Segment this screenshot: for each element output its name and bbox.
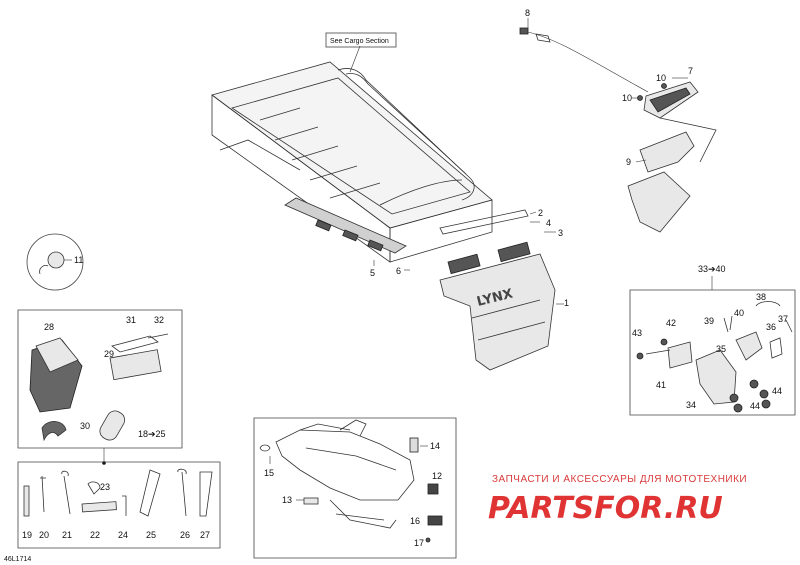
callout-14: 14 — [430, 441, 440, 451]
tail-light-assembly — [519, 27, 717, 233]
callout-16: 16 — [410, 516, 420, 526]
callout-40: 40 — [734, 308, 744, 318]
callout-43: 43 — [632, 328, 642, 338]
callout-17: 17 — [414, 538, 424, 548]
callout-10-upper: 10 — [656, 73, 666, 83]
callout-27: 27 — [200, 530, 210, 540]
callout-32: 32 — [154, 315, 164, 325]
see-cargo-note-box — [325, 32, 397, 48]
part-11-bumper — [26, 233, 84, 291]
watermark-logo: PARTSFOR.RU — [488, 491, 723, 526]
callout-3: 3 — [558, 228, 563, 238]
hitch-kit-panel — [629, 276, 796, 416]
callout-35: 35 — [716, 344, 726, 354]
decals-panel — [253, 417, 457, 559]
callout-44-lower: 44 — [750, 401, 760, 411]
callout-22: 22 — [90, 530, 100, 540]
cargo-rack-illustration: See Cargo Section — [211, 32, 493, 263]
callout-6: 6 — [396, 266, 401, 276]
callout-19: 19 — [22, 530, 32, 540]
callout-10-lower: 10 — [622, 93, 632, 103]
watermark: ЗАПЧАСТИ И АКСЕССУАРЫ ДЛЯ МОТОТЕХНИКИ PA… — [488, 474, 747, 526]
callout-2: 2 — [538, 208, 543, 218]
callout-26: 26 — [180, 530, 190, 540]
callout-4: 4 — [546, 218, 551, 228]
callout-25: 25 — [146, 530, 156, 540]
callout-15: 15 — [264, 468, 274, 478]
callout-7: 7 — [688, 66, 693, 76]
callout-1: 1 — [564, 298, 569, 308]
callout-21: 21 — [62, 530, 72, 540]
watermark-tagline: ЗАПЧАСТИ И АКСЕССУАРЫ ДЛЯ МОТОТЕХНИКИ — [492, 474, 747, 485]
mud-flap-assembly: LYNX — [284, 197, 556, 371]
callout-38: 38 — [756, 292, 766, 302]
drawing-code: 46L1714 — [4, 556, 31, 563]
callout-34: 34 — [686, 400, 696, 410]
callout-30: 30 — [80, 421, 90, 431]
callout-8: 8 — [525, 8, 530, 18]
callout-29: 29 — [104, 349, 114, 359]
callout-12: 12 — [432, 471, 442, 481]
tool-bag-panel — [17, 309, 183, 465]
callout-13: 13 — [282, 495, 292, 505]
callout-18-25: 18➔25 — [138, 429, 166, 439]
callout-9: 9 — [626, 157, 631, 167]
callout-labels: 1 2 3 4 5 6 7 8 9 10 10 11 12 13 14 15 1… — [22, 8, 788, 548]
leader-lines — [269, 18, 688, 501]
callout-44-upper: 44 — [772, 386, 782, 396]
tools-panel — [17, 461, 221, 549]
callout-37: 37 — [778, 314, 788, 324]
see-cargo-note: See Cargo Section — [330, 38, 389, 45]
callout-31: 31 — [126, 315, 136, 325]
callout-23: 23 — [100, 482, 110, 492]
callout-11: 11 — [74, 255, 83, 265]
callout-24: 24 — [118, 530, 128, 540]
callout-20: 20 — [39, 530, 49, 540]
callout-36: 36 — [766, 322, 776, 332]
callout-39: 39 — [704, 316, 714, 326]
callout-28: 28 — [44, 322, 54, 332]
callout-5: 5 — [370, 268, 375, 278]
callout-42: 42 — [666, 318, 676, 328]
callout-33-40: 33➔40 — [698, 264, 726, 274]
callout-41: 41 — [656, 380, 666, 390]
